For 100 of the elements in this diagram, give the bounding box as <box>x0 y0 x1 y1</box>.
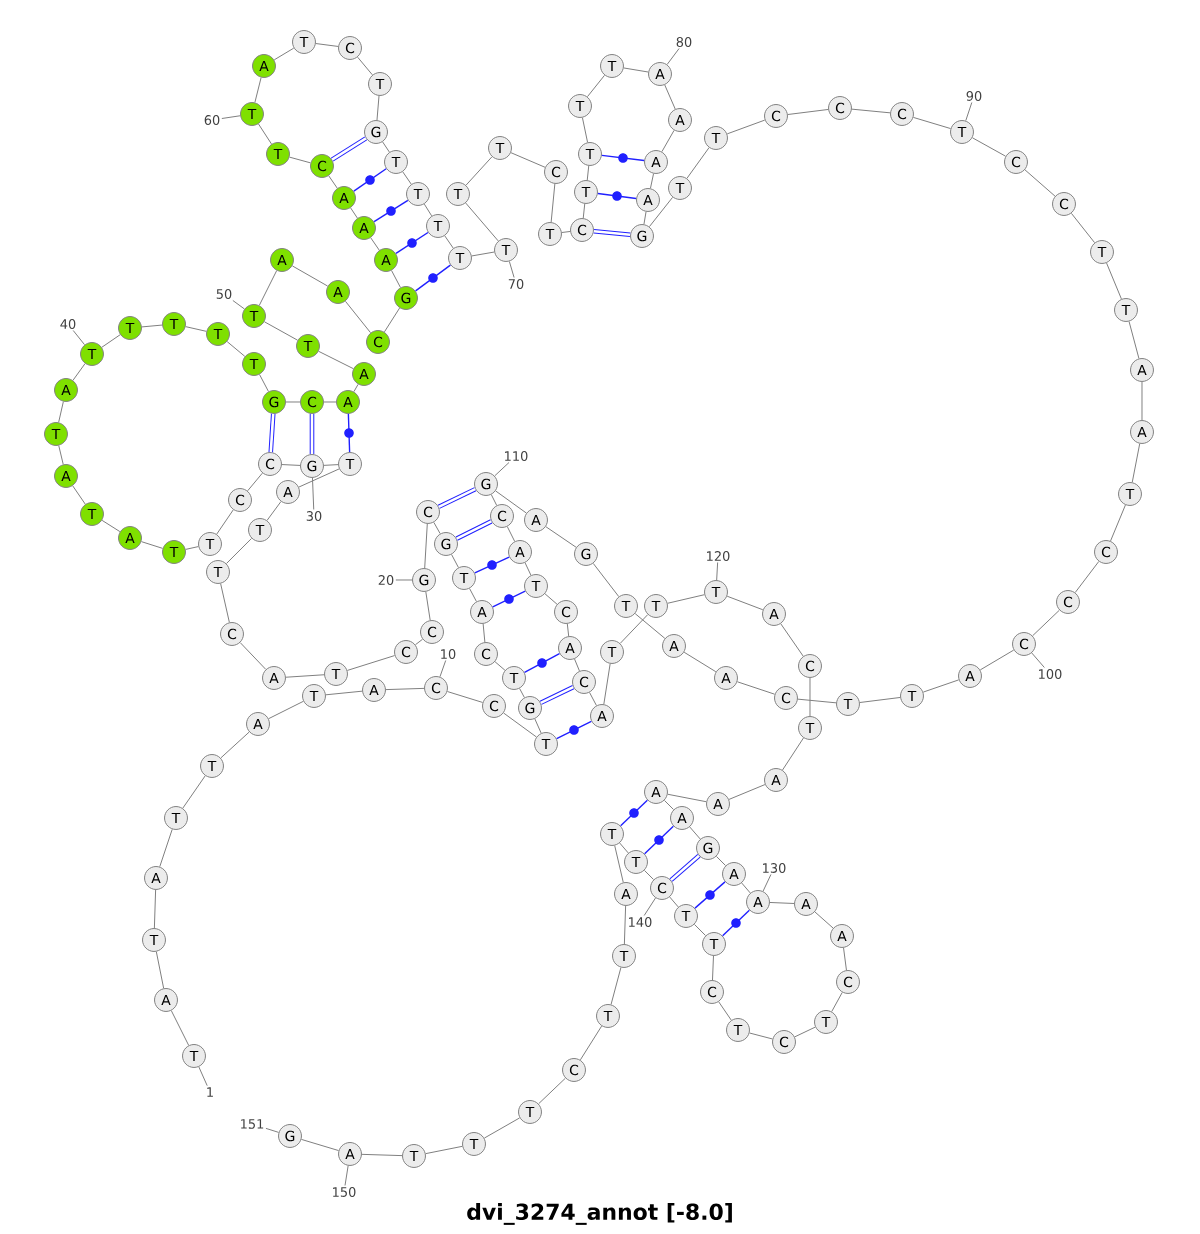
backbone-line <box>469 588 477 602</box>
base-pair-bond <box>523 652 561 674</box>
base-pair-bond <box>694 881 726 909</box>
backbone-line <box>259 374 269 392</box>
base-pair-bond <box>474 556 510 574</box>
backbone-line <box>1074 561 1100 593</box>
backbone-line <box>582 203 586 219</box>
base-pair-bond <box>556 720 592 740</box>
backbone-line <box>712 955 714 981</box>
backbone-line <box>538 1077 566 1105</box>
backbone-line <box>300 1138 340 1152</box>
backbone-line <box>519 688 525 698</box>
backbone-line <box>749 1032 773 1040</box>
backbone-line <box>686 147 710 179</box>
backbone-line <box>643 211 647 225</box>
backbone-line <box>490 494 498 506</box>
backbone-line <box>586 74 606 98</box>
backbone-line <box>566 623 570 637</box>
base-pair-bond <box>643 825 675 855</box>
leader-line <box>965 102 973 122</box>
backbone-line <box>1141 381 1143 421</box>
leader-line <box>344 1165 349 1186</box>
backbone-line <box>661 129 675 153</box>
backbone-line <box>323 464 339 466</box>
base-pair-bond <box>437 487 477 509</box>
backbone-line <box>797 698 837 704</box>
base-pair-bond <box>593 228 631 238</box>
backbone-line <box>693 923 707 937</box>
backbone-line <box>482 623 486 643</box>
backbone-line <box>843 947 847 971</box>
backbone-line <box>101 519 121 533</box>
base-pair-bond <box>268 413 276 453</box>
backbone-line <box>782 737 804 771</box>
backbone-line <box>619 842 629 854</box>
backbone-line <box>153 889 157 929</box>
backbone-line <box>495 490 527 514</box>
backbone-line <box>736 681 776 695</box>
backbone-line <box>581 117 589 143</box>
backbone-line <box>483 1117 521 1139</box>
backbone-line <box>170 1010 190 1046</box>
backbone-line <box>1110 504 1126 542</box>
backbone-line <box>72 363 86 381</box>
backbone-line <box>794 1026 816 1038</box>
backbone-line <box>185 546 199 550</box>
backbone-line <box>465 156 493 186</box>
backbone-line <box>391 270 401 288</box>
leader-line <box>494 462 510 477</box>
backbone-line <box>610 967 622 1005</box>
backbone-line <box>769 902 795 904</box>
backbone-line <box>667 594 705 604</box>
backbone-line <box>634 613 666 639</box>
backbone-line <box>266 501 282 521</box>
base-pair-bond <box>492 590 526 608</box>
base-pair-bond <box>414 264 452 292</box>
backbone-line <box>831 991 843 1012</box>
backbone-line <box>726 119 766 135</box>
backbone-line <box>325 690 363 696</box>
backbone-line <box>683 651 717 673</box>
base-pair-bond <box>539 685 575 705</box>
backbone-line <box>298 468 340 488</box>
leader-line <box>72 330 86 346</box>
backbone-line <box>1131 443 1141 483</box>
backbone-line <box>503 712 537 738</box>
leader-line <box>221 115 241 119</box>
backbone-line <box>273 47 295 61</box>
backbone-line <box>643 869 655 881</box>
backbone-line <box>579 1025 603 1061</box>
backbone-line <box>510 152 546 168</box>
backbone-line <box>664 84 676 110</box>
backbone-line <box>159 828 173 868</box>
leader-line <box>265 1127 280 1133</box>
backbone-line <box>353 383 359 393</box>
backbone-line <box>1024 169 1056 197</box>
backbone-line <box>1128 321 1140 359</box>
backbone-line <box>323 401 337 403</box>
backbone-line <box>603 663 611 705</box>
backbone-line <box>506 526 516 542</box>
base-pair-bond <box>721 909 751 937</box>
backbone-line <box>383 307 401 333</box>
leader-line <box>716 562 719 581</box>
backbone-line <box>141 324 163 328</box>
backbone-line <box>859 696 901 703</box>
backbone-line <box>451 554 459 568</box>
backbone-line <box>285 674 325 678</box>
backbone-line <box>648 196 674 228</box>
backbone-line <box>971 137 1007 157</box>
backbone-line <box>226 341 246 357</box>
backbone-line <box>424 523 428 569</box>
backbone-line <box>715 855 727 867</box>
backbone-line <box>414 638 423 646</box>
backbone-line <box>663 799 675 811</box>
backbone-line <box>402 171 412 185</box>
backbone-line <box>544 593 558 605</box>
backbone-line <box>350 207 358 219</box>
backbone-line <box>780 623 804 657</box>
backbone-line <box>291 265 329 287</box>
backbone-line <box>814 911 834 929</box>
backbone-line <box>357 56 373 76</box>
backbone-line <box>465 202 499 242</box>
backbone-line <box>726 595 764 611</box>
